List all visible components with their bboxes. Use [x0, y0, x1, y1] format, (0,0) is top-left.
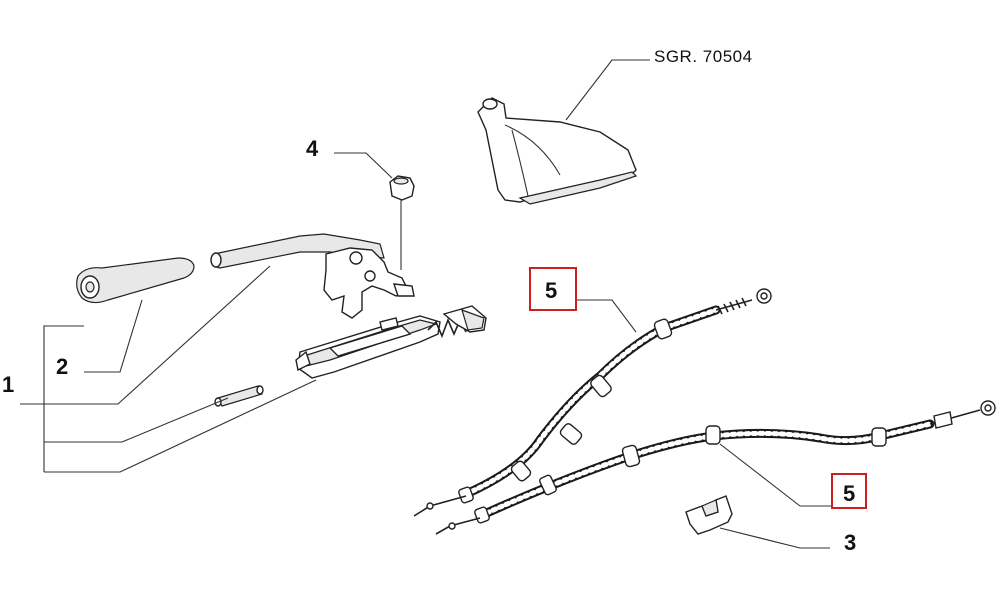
leader-3 [719, 527, 830, 549]
callout-4: 4 [306, 136, 319, 161]
callout-3: 3 [844, 530, 856, 555]
leader-sgr [565, 59, 650, 121]
leader-4 [334, 152, 393, 179]
leader-5-bottom [719, 443, 832, 507]
leader-5-top [576, 299, 637, 333]
callout-2: 2 [56, 354, 68, 379]
callout-5-bottom: 5 [843, 481, 855, 506]
highlight-box-5-top [529, 267, 577, 311]
brake-cable-lower [435, 400, 996, 535]
lever-arm [210, 233, 415, 319]
lever-grip [76, 257, 195, 304]
cable-clip [685, 495, 733, 535]
leader-2 [84, 299, 143, 373]
mounting-bracket [295, 315, 441, 379]
callout-5-top: 5 [545, 278, 557, 303]
callout-1: 1 [2, 372, 14, 397]
brake-cable-upper [413, 288, 772, 517]
pivot-pin [214, 385, 264, 407]
reference-label-sgr: SGR. 70504 [654, 47, 753, 66]
callout-1-bracket [20, 265, 317, 473]
nut-part [389, 175, 415, 201]
lever-boot [477, 97, 638, 205]
highlight-box-5-bottom [831, 473, 867, 509]
adjuster-spring [427, 305, 487, 339]
